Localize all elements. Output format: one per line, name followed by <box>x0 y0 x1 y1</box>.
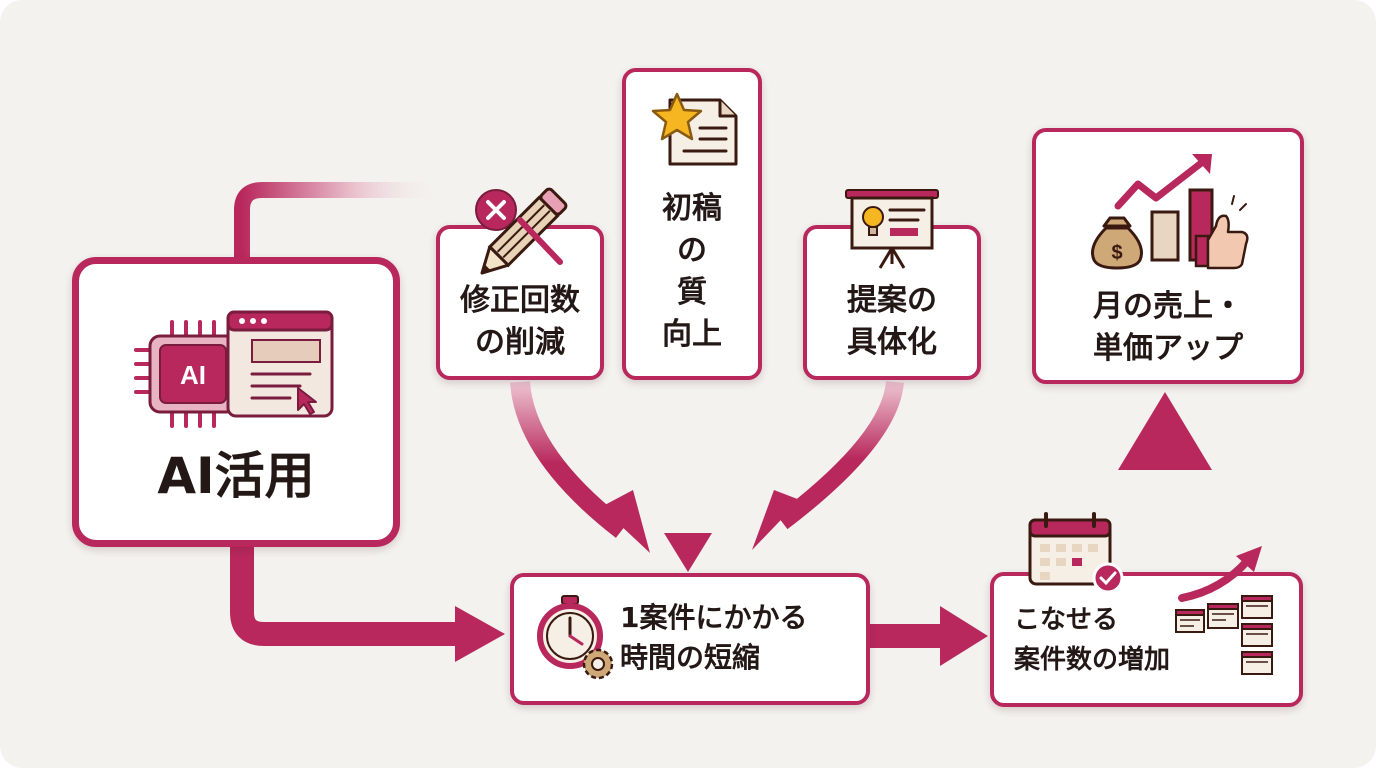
arrowhead-proposal-to-time <box>752 490 800 550</box>
label-line: 月の売上・ <box>1093 289 1243 324</box>
document-stack-icon <box>1175 595 1273 675</box>
label-line: 初稿 <box>662 191 722 226</box>
label-line: 質 <box>677 275 707 310</box>
label-ai-use-text: AI活用 <box>157 447 315 505</box>
label-revenue-up: 月の売上・ 単価アップ <box>1032 286 1304 370</box>
pencil-icon <box>480 187 568 275</box>
cursor-icon <box>297 387 317 415</box>
growth-arrow-icon <box>1178 546 1262 602</box>
connector-ai-to-time <box>230 540 460 646</box>
label-line: 向上 <box>662 317 722 352</box>
arrowhead-time-to-cases <box>940 606 988 666</box>
label-draft-quality: 初稿 の 質 向上 <box>622 188 762 356</box>
ai-chip-label: AI <box>180 360 206 390</box>
connector-ai-top-fade <box>234 182 448 270</box>
node-fewer-revisions <box>436 225 604 380</box>
label-line: 単価アップ <box>1093 331 1243 366</box>
label-line: 提案の <box>847 283 937 318</box>
label-line: 案件数の増加 <box>1014 645 1171 675</box>
label-line: 修正回数 <box>460 283 580 318</box>
label-line: 1案件にかかる <box>620 601 808 634</box>
stopwatch-gear-icon <box>537 595 614 680</box>
arrowhead-revisions-to-time <box>601 490 650 553</box>
label-line: の削減 <box>475 325 565 360</box>
label-proposal-concrete: 提案の 具体化 <box>803 280 981 364</box>
arrowhead-ai-to-time <box>455 606 505 662</box>
label-time-reduction: 1案件にかかる 時間の短縮 <box>620 598 858 678</box>
label-line: の <box>677 233 707 268</box>
label-fewer-revisions: 修正回数 の削減 <box>436 280 604 364</box>
label-more-cases: こなせる 案件数の増加 <box>1014 600 1171 680</box>
label-line: 時間の短縮 <box>620 641 761 674</box>
browser-window-icon <box>226 310 334 418</box>
connector-proposal-to-time <box>776 380 904 530</box>
connector-revisions-to-time <box>510 381 629 538</box>
presentation-lightbulb-icon <box>845 189 939 269</box>
star-document-icon <box>651 92 738 166</box>
svg-text:$: $ <box>1111 242 1122 264</box>
arrowhead-cases-to-revenue <box>1118 392 1212 470</box>
label-ai-use: AI活用 <box>72 446 400 506</box>
thumbs-up-icon <box>1194 195 1249 270</box>
label-line: こなせる <box>1014 605 1119 635</box>
ai-chip-icon: AI <box>134 320 238 428</box>
money-bag-icon: $ <box>1091 216 1143 270</box>
x-mark-icon <box>475 189 517 231</box>
arrowhead-draft-to-time <box>664 533 712 572</box>
calendar-check-icon <box>1028 512 1124 594</box>
pencil-strike-icon <box>517 217 563 265</box>
label-line: 具体化 <box>847 325 937 360</box>
